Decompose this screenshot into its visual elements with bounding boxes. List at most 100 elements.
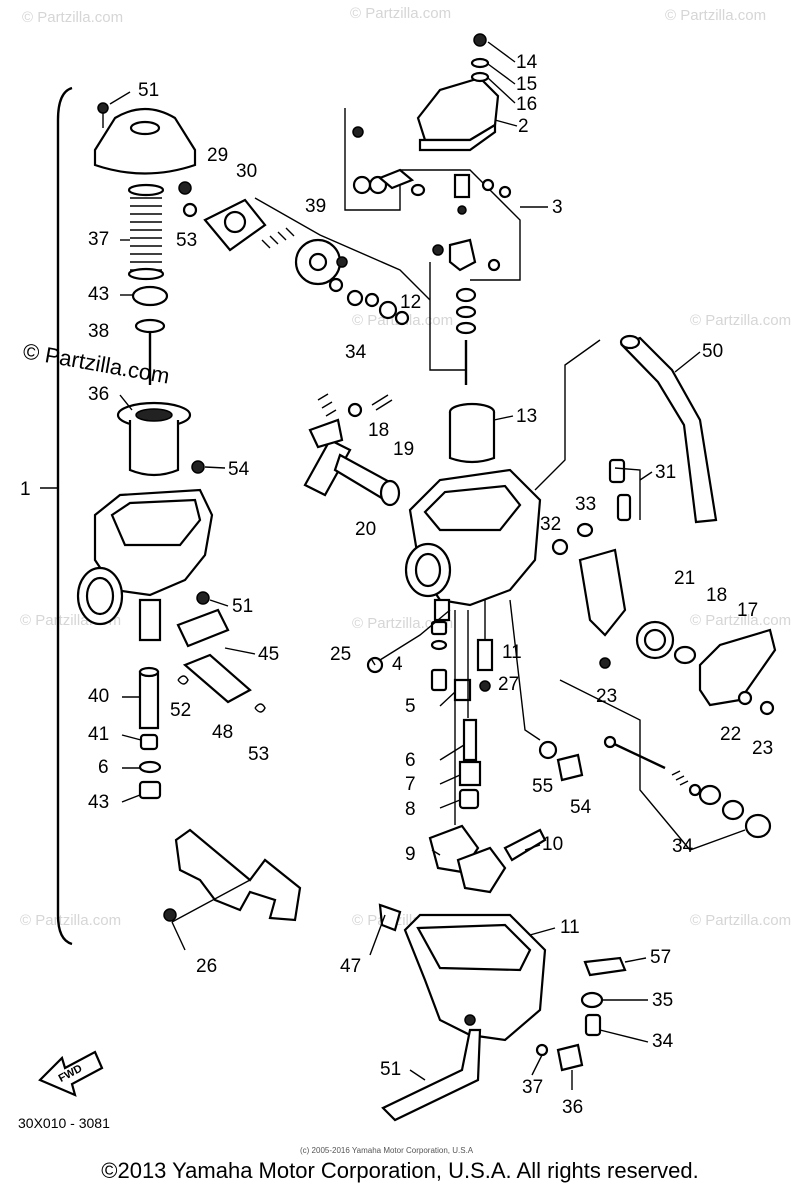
callout: 18 bbox=[706, 585, 727, 606]
callout: 23 bbox=[752, 738, 773, 759]
callout: 26 bbox=[196, 956, 217, 977]
diaphragm-parts bbox=[178, 181, 431, 326]
callout: 11 bbox=[502, 642, 522, 663]
callout: 34 bbox=[652, 1031, 674, 1052]
callout: 23 bbox=[596, 686, 617, 707]
carburetor-body-left bbox=[76, 488, 214, 642]
callout: 3 bbox=[552, 197, 563, 218]
callout: 15 bbox=[516, 74, 537, 95]
callout: 38 bbox=[88, 321, 109, 342]
float-parts bbox=[428, 824, 547, 894]
callout: 27 bbox=[498, 674, 519, 695]
callout: 6 bbox=[405, 750, 416, 771]
callout: 51 bbox=[138, 80, 159, 101]
callout: 48 bbox=[212, 722, 233, 743]
linkage-assembly-part bbox=[344, 108, 521, 281]
tube-part bbox=[182, 653, 252, 704]
callout-labels: 51 37 43 38 36 1 54 51 45 40 52 48 41 53… bbox=[20, 52, 773, 1118]
carburetor-body-center bbox=[404, 468, 542, 622]
tube-part bbox=[176, 608, 230, 648]
callout: 36 bbox=[88, 384, 109, 405]
callout: 51 bbox=[380, 1059, 401, 1080]
callout: 31 bbox=[655, 462, 676, 483]
callout: 33 bbox=[575, 494, 596, 515]
callout: 37 bbox=[522, 1077, 543, 1098]
pilot-screw-parts bbox=[559, 679, 772, 851]
callout: 53 bbox=[176, 230, 197, 251]
spring-part bbox=[127, 183, 165, 281]
hose-part bbox=[619, 334, 718, 524]
throttle-cam-part bbox=[698, 628, 777, 707]
bracket-plate-part bbox=[163, 828, 302, 922]
drain-hose-part bbox=[381, 1028, 482, 1122]
throttle-lever-parts bbox=[303, 393, 401, 507]
screw-part bbox=[191, 460, 205, 474]
callout: 13 bbox=[516, 406, 537, 427]
slide-part bbox=[448, 402, 496, 464]
leader-lines bbox=[109, 41, 701, 1090]
callout: 19 bbox=[393, 439, 414, 460]
callout: 10 bbox=[542, 834, 563, 855]
watermark-text: © Partzilla.com bbox=[690, 612, 791, 629]
callout: 6 bbox=[98, 757, 109, 778]
callout: 21 bbox=[674, 568, 695, 589]
callout: 2 bbox=[518, 116, 529, 137]
callout: 57 bbox=[650, 947, 671, 968]
callout: 55 bbox=[532, 776, 553, 797]
watermark-text: © Partzilla.com bbox=[22, 9, 123, 26]
callout: 14 bbox=[516, 52, 538, 73]
callout: 11 bbox=[560, 917, 580, 938]
callout: 39 bbox=[305, 196, 326, 217]
callout: 18 bbox=[368, 420, 389, 441]
callout: 4 bbox=[392, 654, 403, 675]
small-copyright: (c) 2005-2016 Yamaha Motor Corporation, … bbox=[300, 1146, 474, 1155]
callout: 40 bbox=[88, 686, 109, 707]
callout: 37 bbox=[88, 229, 109, 250]
jet-needle-parts bbox=[429, 238, 501, 385]
callout: 53 bbox=[248, 744, 269, 765]
callout: 41 bbox=[88, 724, 109, 745]
callout: 54 bbox=[228, 459, 250, 480]
drain-screw-part bbox=[556, 1043, 584, 1072]
callout: 30 bbox=[236, 161, 257, 182]
lever-plate-part bbox=[578, 548, 627, 637]
watermark-text: © Partzilla.com bbox=[690, 912, 791, 929]
callout: 50 bbox=[702, 341, 723, 362]
top-cover-part bbox=[93, 102, 197, 175]
assembly-bracket bbox=[56, 86, 73, 946]
watermark-text: © Partzilla.com bbox=[20, 912, 121, 929]
callout: 47 bbox=[340, 956, 361, 977]
callout: 35 bbox=[652, 990, 673, 1011]
callout: 34 bbox=[672, 836, 694, 857]
float-bowl-part bbox=[378, 903, 547, 1042]
fwd-arrow-icon: FWD bbox=[38, 1050, 104, 1097]
diagram-code: 30X010 - 3081 bbox=[18, 1115, 110, 1131]
throttle-cover-part bbox=[416, 33, 500, 152]
callout: 8 bbox=[405, 799, 416, 820]
needle-part bbox=[134, 318, 166, 385]
piston-part bbox=[116, 401, 192, 477]
callout: 43 bbox=[88, 792, 109, 813]
callout: 9 bbox=[405, 844, 416, 865]
callout: 32 bbox=[540, 514, 561, 535]
watermark-text: © Partzilla.com bbox=[690, 312, 791, 329]
callout: 22 bbox=[720, 724, 741, 745]
callout: 16 bbox=[516, 94, 537, 115]
callout: 20 bbox=[355, 519, 376, 540]
callout: 1 bbox=[20, 479, 31, 500]
callout: 7 bbox=[405, 774, 416, 795]
watermark-text: © Partzilla.com bbox=[350, 5, 451, 22]
callout: 52 bbox=[170, 700, 191, 721]
washer-part bbox=[131, 285, 169, 307]
callout: 51 bbox=[232, 596, 253, 617]
callout: 25 bbox=[330, 644, 351, 665]
screw-part bbox=[196, 591, 210, 605]
callout: 5 bbox=[405, 696, 416, 717]
footer-copyright: ©2013 Yamaha Motor Corporation, U.S.A. A… bbox=[101, 1158, 699, 1183]
callout: 34 bbox=[345, 342, 367, 363]
callout: 43 bbox=[88, 284, 109, 305]
watermark-text: © Partzilla.com bbox=[665, 7, 766, 24]
callout: 12 bbox=[400, 292, 421, 313]
pipe-part bbox=[138, 670, 160, 730]
